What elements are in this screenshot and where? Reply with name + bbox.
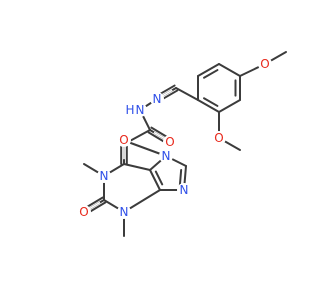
atom-label-background xyxy=(117,133,131,147)
nitrogen-atom-label: N xyxy=(180,183,189,197)
bond-line xyxy=(175,87,199,101)
bond-line xyxy=(218,63,241,77)
oxygen-atom-label: O xyxy=(79,205,88,219)
bond-line xyxy=(149,169,161,191)
bond-line xyxy=(203,97,219,107)
nitrogen-atom-label: N xyxy=(162,149,171,163)
oxygen-atom-label: O xyxy=(214,131,223,145)
atom-label-background xyxy=(150,92,164,106)
bond-line xyxy=(127,129,151,143)
oxygen-atom-label: O xyxy=(260,57,269,71)
atom-label-background xyxy=(258,57,272,71)
bond-line xyxy=(154,170,164,186)
atom-label-background xyxy=(212,131,226,145)
atom-label-background xyxy=(163,135,177,149)
nitrogen-atom-label: N xyxy=(153,92,162,106)
atom-label-background xyxy=(177,183,191,197)
bond-line xyxy=(197,63,220,77)
nitrogen-atom-label: N xyxy=(100,169,109,183)
bond-line xyxy=(197,99,220,113)
nitrogen-atom-label: N xyxy=(120,205,129,219)
atom-label-background xyxy=(77,205,91,219)
bond-line xyxy=(123,189,161,213)
bond-line xyxy=(203,69,219,79)
oxygen-atom-label: O xyxy=(119,133,128,147)
bond-layer xyxy=(81,51,287,237)
hydrogen-atom-label: H xyxy=(125,103,134,117)
atom-label-background xyxy=(159,149,173,163)
oxygen-atom-label: O xyxy=(165,135,174,149)
bond-line xyxy=(178,168,183,187)
atom-label-background xyxy=(117,205,131,219)
bond-line xyxy=(123,163,151,171)
atom-label-background xyxy=(97,169,111,183)
nitrogen-atom-label: N xyxy=(136,103,145,117)
atom-label-background xyxy=(133,103,147,117)
bond-line xyxy=(218,99,241,113)
